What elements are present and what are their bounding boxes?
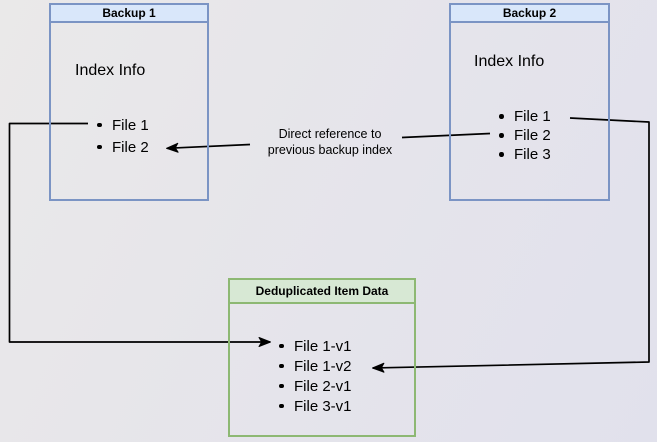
list-item-label: File 1 [514,108,551,125]
list-item-label: File 1-v2 [294,357,352,375]
list-item: File 2 [499,126,551,145]
dedup-box: Deduplicated Item Data [228,278,416,437]
list-item-label: File 1-v1 [294,337,352,355]
list-item: File 3 [499,145,551,164]
backup1-title: Backup 1 [102,6,156,20]
bullet-icon [279,383,284,389]
backup2-file-list: File 1 File 2 File 3 [499,107,551,164]
bullet-icon [499,114,504,119]
dedup-file-list: File 1-v1 File 1-v2 File 2-v1 File 3-v1 [279,336,352,416]
bullet-icon [97,144,102,150]
dedup-title: Deduplicated Item Data [255,284,389,298]
bullet-icon [279,343,284,349]
list-item: File 2 [97,136,149,158]
list-item: File 1 [97,114,149,136]
dedup-header: Deduplicated Item Data [230,280,414,304]
list-item: File 1-v1 [279,336,352,356]
direct-reference-label-line2: previous backup index [267,143,393,157]
arrow-backup1-file1-to-dedup [8,122,271,347]
backup1-header: Backup 1 [51,5,207,23]
backup1-box: Backup 1 [49,3,209,201]
direct-reference-label-line1: Direct reference to [278,127,382,141]
bullet-icon [279,403,284,409]
backup2-box: Backup 2 [449,3,610,201]
bullet-icon [279,363,284,369]
backup1-file-list: File 1 File 2 [97,114,149,158]
list-item: File 3-v1 [279,396,352,416]
backup2-header: Backup 2 [451,5,608,23]
list-item-label: File 2-v1 [294,377,352,395]
list-item-label: File 1 [112,116,149,134]
backup1-subtitle: Index Info [75,62,146,79]
backup2-title: Backup 2 [502,6,557,20]
list-item-label: File 2 [112,138,149,156]
bullet-icon [499,152,504,157]
list-item: File 1 [499,107,551,126]
arrow-direct-reference-tail [401,132,491,139]
backup2-subtitle: Index Info [474,53,545,70]
bullet-icon [499,133,504,138]
list-item: File 2-v1 [279,376,352,396]
list-item-label: File 3-v1 [294,397,352,415]
list-item-label: File 3 [514,146,551,163]
direct-reference-label: Direct reference to previous backup inde… [250,126,410,158]
list-item: File 1-v2 [279,356,352,376]
list-item-label: File 2 [514,127,551,144]
bullet-icon [97,122,102,128]
